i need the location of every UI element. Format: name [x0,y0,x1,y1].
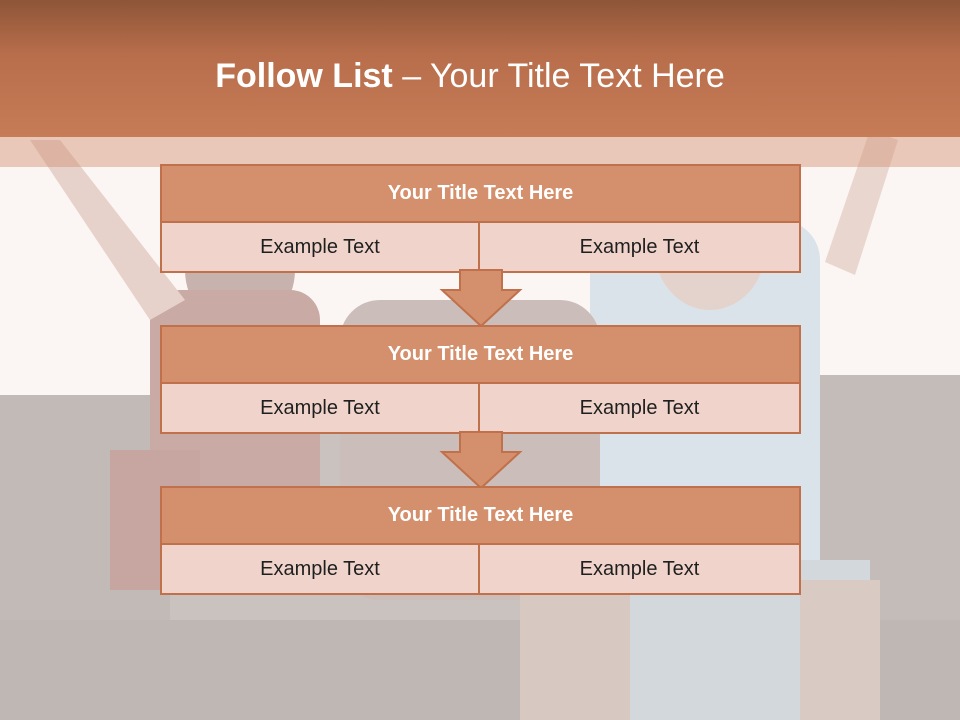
step-text-left: Example Text [160,221,480,273]
title-band [0,0,960,137]
down-arrow-icon [439,431,523,490]
page-title-main: Follow List [215,57,393,95]
title-underline-strip [0,137,960,167]
step-title: Your Title Text Here [160,325,801,384]
page-title: Follow List – Your Title Text Here [0,54,940,98]
step-text-right: Example Text [478,382,801,434]
step-text-right: Example Text [478,543,801,595]
step-title: Your Title Text Here [160,486,801,545]
step-text-right: Example Text [478,221,801,273]
step-text-left: Example Text [160,543,480,595]
down-arrow-icon [439,269,523,328]
page-title-subtitle: – Your Title Text Here [392,57,725,95]
step-title: Your Title Text Here [160,164,801,223]
step-text-left: Example Text [160,382,480,434]
